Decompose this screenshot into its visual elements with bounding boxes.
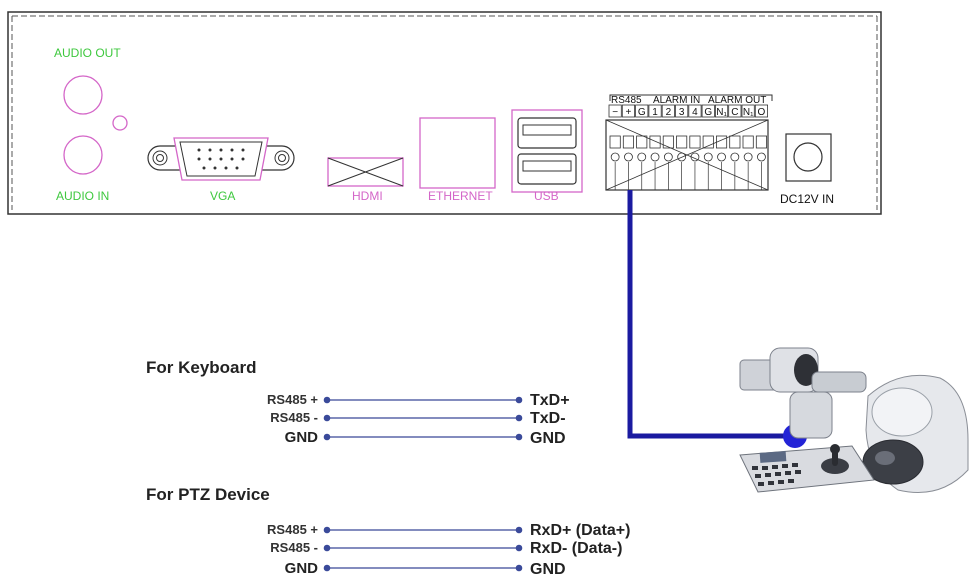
terminal-block-headers: RS485 ALARM IN ALARM OUT — [609, 94, 773, 106]
terminal-screw — [755, 135, 767, 149]
terminal-screw — [676, 135, 688, 149]
terminal-pin-box — [754, 104, 768, 118]
terminal-screw — [689, 135, 701, 149]
terminal-pin-box — [661, 104, 675, 118]
terminal-pin-label: 1 — [652, 107, 658, 118]
terminal-screw — [729, 135, 741, 149]
hdmi-label: HDMI — [352, 189, 383, 203]
terminal-wire-hole — [650, 152, 660, 162]
terminal-pin-label: C — [731, 107, 738, 118]
terminal-pin-label: O — [758, 107, 766, 118]
ptz-section-title: For PTZ Device — [146, 485, 270, 504]
keyboard-wiring: RS485 + TxD+ RS485 - TxD- GND GND — [267, 392, 570, 447]
terminal-pin-box — [648, 104, 662, 118]
terminal-wire-hole — [610, 152, 620, 162]
terminal-wire-hole — [677, 152, 687, 162]
terminal-pin-box — [608, 104, 622, 118]
dc-power-label: DC12V IN — [780, 192, 834, 206]
terminal-wire-hole — [757, 152, 766, 162]
keyboard-row-1-right: TxD+ — [530, 392, 570, 409]
vga-port — [147, 137, 295, 181]
terminal-wire-hole — [717, 152, 726, 162]
keyboard-row-3-left: GND — [285, 429, 319, 446]
terminal-pin-box — [741, 104, 755, 118]
ethernet-port — [419, 117, 496, 189]
ptz-head-camera — [739, 347, 867, 439]
terminal-pin-label: N₁ — [743, 107, 754, 118]
audio-out-port — [63, 75, 103, 115]
terminal-block — [605, 119, 769, 191]
alarm-out-group-label: ALARM OUT — [708, 95, 766, 106]
vga-label: VGA — [210, 189, 235, 203]
terminal-pin-label: − — [612, 107, 618, 118]
terminal-wire-hole — [743, 152, 753, 162]
terminal-screw — [742, 135, 754, 149]
terminal-pin-box — [688, 104, 702, 118]
hdmi-port — [327, 157, 404, 187]
ptz-camera-controller-illustration — [739, 347, 969, 493]
terminal-pin-box — [675, 104, 689, 118]
terminal-pin-box — [728, 104, 742, 118]
dc-power-port — [785, 133, 832, 182]
terminal-screw — [662, 135, 674, 149]
terminal-pin-box — [701, 104, 715, 118]
terminal-wire-hole — [690, 152, 700, 162]
terminal-pin-label: G — [638, 107, 646, 118]
terminal-screw — [636, 135, 648, 149]
rs485-cable — [627, 190, 807, 448]
terminal-wire-hole — [730, 152, 740, 162]
terminal-screw — [649, 135, 661, 149]
ptz-wiring: RS485 + RxD+ (Data+) RS485 - RxD- (Data-… — [267, 522, 630, 578]
audio-in-port — [63, 135, 103, 175]
ptz-row-1-right: RxD+ (Data+) — [530, 522, 630, 539]
keyboard-row-3-right: GND — [530, 430, 566, 447]
ptz-row-1-left: RS485 + — [267, 522, 318, 537]
ptz-row-3-right: GND — [530, 561, 566, 578]
terminal-screw — [716, 135, 728, 149]
terminal-pin-box — [621, 104, 635, 118]
ptz-row-2-left: RS485 - — [270, 540, 318, 555]
usb-ports — [511, 109, 583, 193]
ptz-row-3-left: GND — [285, 560, 319, 577]
terminal-pin-label: 4 — [692, 107, 698, 118]
audio-out-label: AUDIO OUT — [54, 46, 121, 60]
terminal-wire-hole — [624, 152, 633, 162]
terminal-screw — [622, 135, 634, 149]
ptz-row-2-right: RxD- (Data-) — [530, 540, 622, 557]
rs485-group-label: RS485 — [611, 95, 642, 106]
keyboard-row-2-left: RS485 - — [270, 410, 318, 425]
terminal-wire-hole — [637, 152, 647, 162]
terminal-screw — [609, 135, 621, 149]
terminal-wire-hole — [703, 152, 713, 162]
terminal-wire-hole — [663, 152, 673, 162]
terminal-pin-box — [715, 104, 729, 118]
terminal-pin-label: N₁ — [716, 107, 727, 118]
terminal-screw — [702, 135, 714, 149]
audio-small-jack — [112, 115, 128, 131]
ethernet-label: ETHERNET — [428, 189, 493, 203]
keyboard-row-2-right: TxD- — [530, 410, 566, 427]
alarm-in-group-label: ALARM IN — [653, 95, 700, 106]
terminal-pin-label: 3 — [679, 107, 685, 118]
terminal-pin-box — [635, 104, 649, 118]
audio-in-label: AUDIO IN — [56, 189, 109, 203]
terminal-pin-label: G — [704, 107, 712, 118]
usb-label: USB — [534, 189, 559, 203]
terminal-pin-label: 2 — [666, 107, 672, 118]
speed-dome-camera — [862, 374, 969, 493]
terminal-pin-label: + — [626, 107, 632, 118]
keyboard-section-title: For Keyboard — [146, 358, 257, 377]
keyboard-controller — [739, 444, 875, 493]
keyboard-row-1-left: RS485 + — [267, 392, 318, 407]
